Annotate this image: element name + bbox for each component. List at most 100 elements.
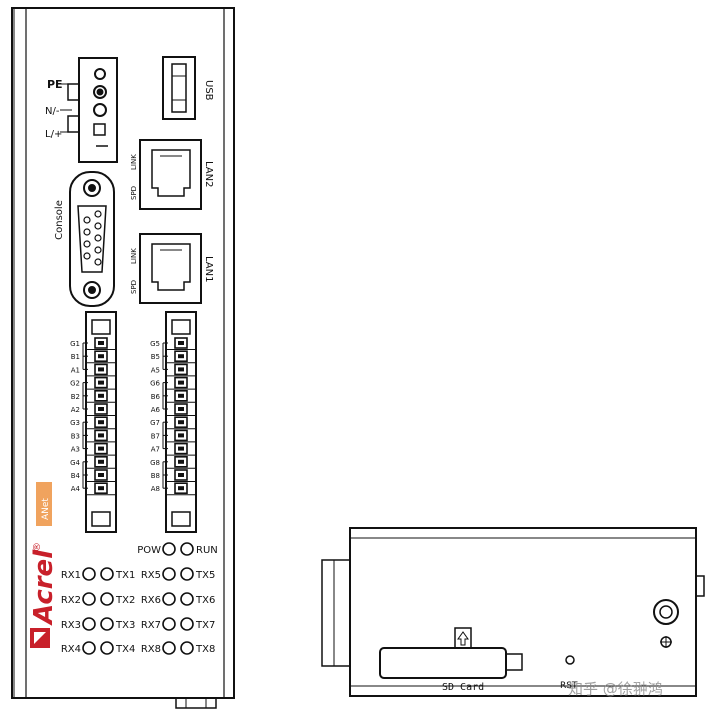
led-label: RX8	[141, 644, 161, 655]
lan2-label: LAN2	[203, 161, 214, 187]
terminal-screw	[174, 337, 188, 349]
terminal-screw	[94, 469, 108, 481]
terminal-label: B1	[71, 353, 80, 361]
terminal-screw-slot	[98, 341, 104, 345]
led-label: TX2	[115, 595, 135, 606]
console-db9-port	[69, 171, 115, 307]
terminal-screw	[94, 442, 108, 455]
terminal-screw-slot	[98, 473, 104, 477]
led-indicator	[180, 592, 194, 606]
led-label: TX6	[195, 595, 215, 606]
terminal-screw	[94, 389, 108, 402]
terminal-screw	[94, 482, 108, 495]
terminal-label: A6	[151, 406, 161, 414]
terminal-screw-slot	[178, 393, 184, 398]
terminal-screw-slot	[98, 354, 104, 359]
led-indicator	[100, 567, 114, 581]
terminal-label: G4	[70, 459, 80, 467]
led-label: RX4	[61, 644, 81, 655]
led-indicator	[82, 592, 96, 606]
led-label: TX5	[195, 570, 215, 581]
terminal-label: G1	[70, 340, 80, 348]
terminal-screw-slot	[98, 380, 104, 385]
led-indicator	[180, 641, 194, 655]
reset-button	[565, 655, 575, 665]
terminal-screw-slot	[98, 446, 104, 451]
lan1-link-label: LINK	[130, 248, 138, 264]
terminal-screw-slot	[98, 420, 104, 425]
led-indicator	[162, 542, 176, 556]
terminal-label: A4	[71, 485, 81, 493]
terminal-screw-slot	[98, 459, 104, 464]
terminal-screw	[94, 429, 108, 442]
terminal-screw	[94, 350, 108, 363]
led-indicator	[100, 592, 114, 606]
terminal-label: A5	[151, 366, 160, 374]
watermark-text: 知乎 @徐翀鸿	[568, 680, 663, 698]
led-indicator	[162, 617, 176, 631]
terminal-screw-slot	[178, 380, 184, 385]
led-indicator	[100, 641, 114, 655]
power-connector	[58, 57, 118, 163]
terminal-screw-slot	[178, 367, 184, 372]
acrel-logo: Acrel ®	[29, 542, 59, 648]
terminal-label: B3	[71, 432, 80, 440]
brand-name: Acrel	[29, 549, 59, 626]
terminal-screw	[174, 416, 188, 429]
terminal-screw-slot	[178, 459, 184, 464]
led-indicator	[100, 617, 114, 631]
usb-label: USB	[203, 80, 214, 101]
model-badge	[36, 482, 52, 526]
lan2-link-label: LINK	[130, 154, 138, 170]
terminal-screw	[174, 429, 188, 442]
terminal-screw	[174, 442, 188, 455]
terminal-screw-slot	[98, 486, 104, 491]
terminal-screw-slot	[98, 407, 104, 411]
led-indicator	[82, 641, 96, 655]
terminal-screw	[174, 350, 188, 363]
terminal-label: B2	[71, 393, 80, 401]
led-indicator	[162, 592, 176, 606]
led-label: RX2	[61, 595, 81, 606]
front-view	[11, 7, 235, 709]
terminal-label: G3	[70, 419, 80, 427]
terminal-screw-slot	[98, 393, 104, 398]
led-indicator	[162, 567, 176, 581]
brand-reg: ®	[32, 542, 43, 552]
terminal-label: A2	[71, 406, 80, 414]
terminal-screw	[94, 363, 108, 376]
terminal-screw-slot	[98, 367, 104, 372]
side-housing	[349, 527, 697, 697]
led-label: RX6	[141, 595, 161, 606]
led-label: RX1	[61, 570, 81, 581]
terminal-screw	[174, 376, 188, 389]
led-label: RUN	[196, 545, 218, 556]
terminal-screw	[94, 376, 108, 389]
terminal-label: A1	[71, 366, 80, 374]
lan1-label: LAN1	[203, 256, 214, 282]
terminal-screw	[94, 455, 108, 468]
reset-label: RST	[560, 681, 578, 691]
led-label: TX3	[115, 620, 135, 631]
terminal-label: B5	[151, 353, 160, 361]
console-label: Console	[54, 200, 65, 240]
terminal-label: G5	[150, 340, 160, 348]
terminal-label: G7	[150, 419, 160, 427]
lan2-port	[139, 139, 202, 210]
terminal-screw	[94, 337, 108, 349]
power-label-n: N/-	[45, 106, 60, 117]
terminal-screw-slot	[178, 486, 184, 491]
terminal-screw	[94, 416, 108, 429]
led-label: RX3	[61, 620, 81, 631]
usb-port	[162, 56, 196, 120]
side-terminal-bump	[321, 559, 351, 667]
terminal-screw-slot	[98, 433, 104, 438]
terminal-label: G8	[150, 459, 160, 467]
terminal-label: B7	[151, 432, 160, 440]
terminal-screw	[174, 482, 188, 495]
din-clip	[175, 697, 217, 709]
terminal-screw-slot	[178, 473, 184, 477]
